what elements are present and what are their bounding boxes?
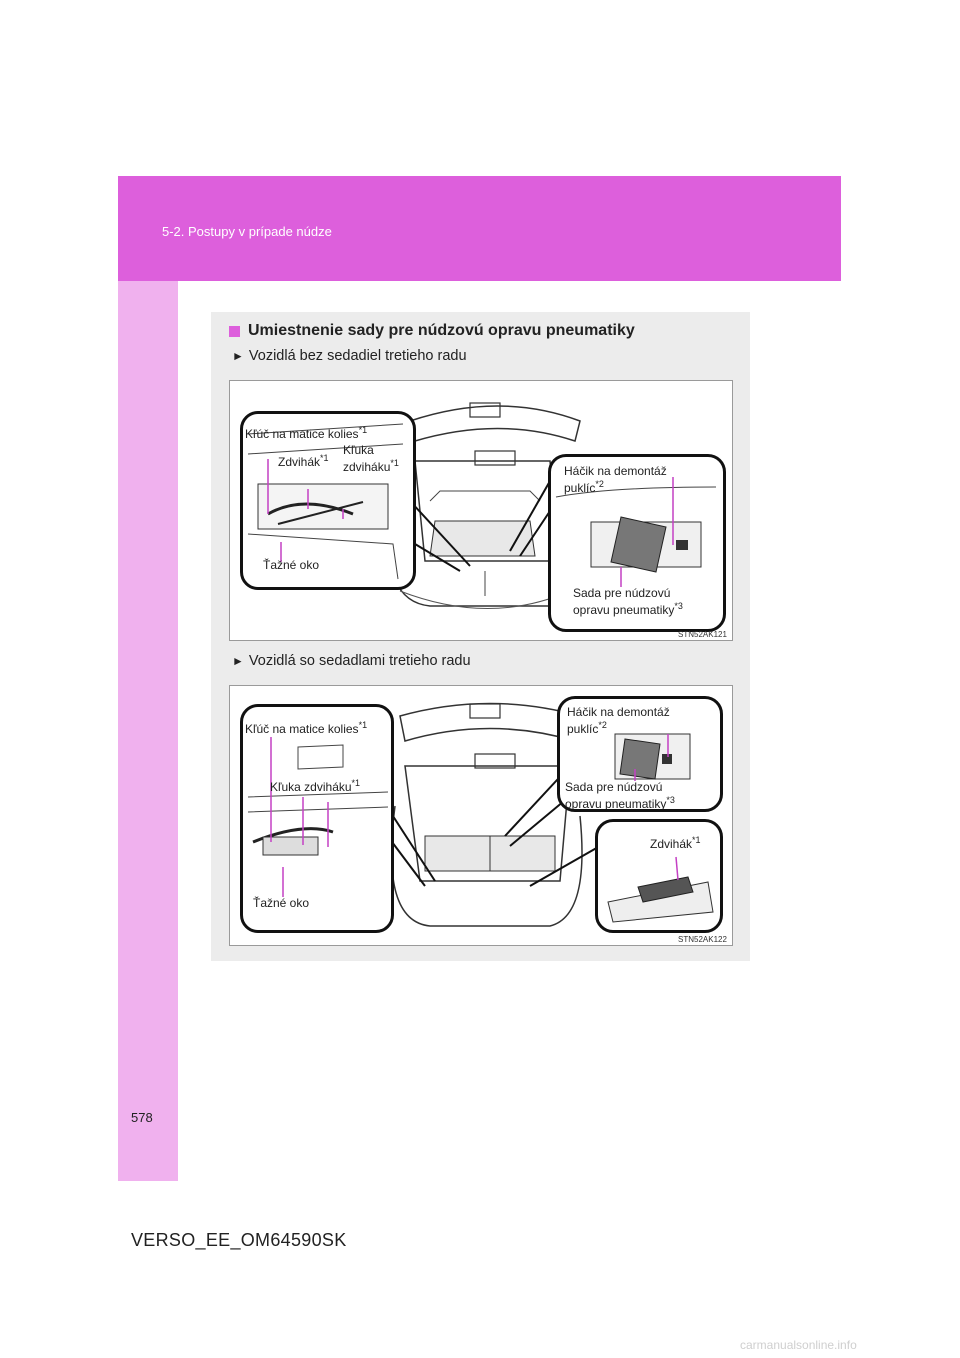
figure1-code: STN52AK121: [678, 630, 727, 639]
tray-illustration: [555, 477, 717, 587]
section-title: 5-2. Postupy v prípade núdze: [162, 224, 332, 239]
figure1-subheading-text: Vozidlá bez sedadiel tretieho radu: [248, 348, 467, 364]
triangle-bullet-icon: ►: [232, 349, 244, 363]
heading-bullet-icon: [229, 325, 240, 337]
figure2-right-bottom-inset: Zdvihák*1: [595, 819, 723, 933]
figure2: Kľúč na matice kolies*1 Kľuka zdviháku*1…: [229, 685, 733, 946]
side-strip: [118, 281, 178, 1181]
label-jack: Zdvihák*1: [278, 453, 329, 469]
section-heading: Umiestnenie sady pre núdzovú opravu pneu…: [229, 322, 635, 340]
trunk-side-illustration: [247, 737, 389, 897]
jack-illustration: [607, 856, 714, 923]
label-towing-eye: Ťažné oko: [263, 558, 320, 572]
figure1-car-illustration: [387, 402, 583, 609]
watermark: carmanualsonline.info: [740, 1338, 857, 1352]
figure2-left-inset: Kľúč na matice kolies*1 Kľuka zdviháku*1…: [240, 704, 394, 933]
trunk-floor-illustration: [247, 423, 404, 580]
figure2-subheading: ► Vozidlá so sedadlami tretieho radu: [232, 653, 471, 669]
label-wrench: Kľúč na matice kolies*1: [245, 720, 368, 736]
label-jack-handle: Kľuka zdviháku*1: [270, 778, 361, 794]
figure2-subheading-text: Vozidlá so sedadlami tretieho radu: [248, 653, 471, 669]
section-heading-text: Umiestnenie sady pre núdzovú opravu pneu…: [248, 322, 635, 339]
document-code: VERSO_EE_OM64590SK: [131, 1230, 347, 1250]
tray-illustration: [614, 733, 691, 781]
label-towing-eye: Ťažné oko: [253, 896, 310, 910]
figure1-subheading: ► Vozidlá bez sedadiel tretieho radu: [232, 348, 467, 364]
label-wrench: Kľúč na matice kolies*1: [245, 425, 368, 441]
page-header: 5-2. Postupy v prípade núdze: [118, 176, 841, 281]
figure2-code: STN52AK122: [678, 935, 727, 944]
page-number: 578: [131, 1110, 153, 1125]
triangle-bullet-icon: ►: [232, 654, 244, 668]
label-jack: Zdvihák*1: [650, 835, 701, 851]
